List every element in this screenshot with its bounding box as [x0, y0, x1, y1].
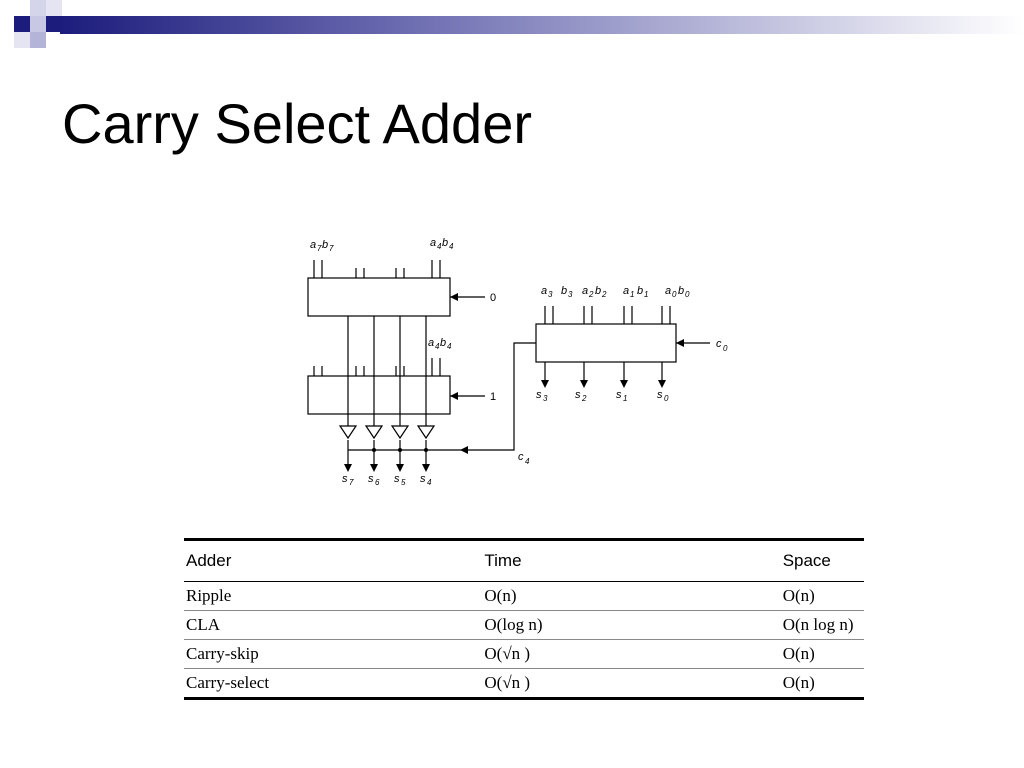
- table-row: Ripple O(n) O(n): [184, 581, 864, 611]
- label-a4-mid: a: [428, 337, 434, 349]
- header-decoration: [14, 0, 1024, 48]
- cell-space: O(n): [782, 673, 815, 692]
- upper-adder-carry1: [307, 375, 451, 415]
- header-space: Space: [780, 539, 864, 582]
- lower-adder: [535, 323, 677, 363]
- label-b0: b: [678, 285, 684, 297]
- label-s1: s: [616, 389, 622, 401]
- label-a0: a: [665, 285, 671, 297]
- label-b4-top-sub: 4: [449, 242, 454, 251]
- label-s5-sub: 5: [401, 478, 406, 487]
- table-row: Carry-skip O(√n ) O(n): [184, 639, 864, 669]
- label-a3-sub: 3: [548, 290, 553, 299]
- label-a2: a: [582, 285, 588, 297]
- label-s1-sub: 1: [623, 394, 627, 403]
- label-a0-sub: 0: [672, 290, 677, 299]
- label-a3: a: [541, 285, 547, 297]
- label-b2: b: [595, 285, 601, 297]
- cell-space: O(n): [780, 639, 864, 669]
- label-b7: b: [322, 239, 328, 251]
- header-adder: Adder: [184, 539, 483, 582]
- complexity-table: Adder Time Space Ripple O(n) O(n) CLA O(…: [184, 538, 864, 700]
- label-b4-top: b: [442, 237, 448, 249]
- deco-square: [30, 0, 46, 16]
- table-row: CLA O(log n) O(n log n): [184, 610, 864, 640]
- label-a2-sub: 2: [588, 290, 594, 299]
- label-s4-sub: 4: [427, 478, 432, 487]
- label-s6-sub: 6: [375, 478, 380, 487]
- cell-time: O(√n ): [484, 673, 531, 692]
- label-b2-sub: 2: [601, 290, 607, 299]
- label-c4: c: [518, 451, 524, 463]
- deco-square: [30, 16, 46, 32]
- deco-square: [14, 32, 30, 48]
- table-header-row: Adder Time Space: [184, 539, 864, 582]
- label-s2: s: [575, 389, 581, 401]
- label-carry0: 0: [490, 292, 496, 304]
- label-b3: b: [561, 285, 567, 297]
- cell-adder: Carry-skip: [184, 639, 483, 669]
- header-time: Time: [482, 539, 781, 582]
- deco-square: [46, 0, 62, 16]
- label-c0: c: [716, 338, 722, 350]
- label-a4-top-sub: 4: [437, 242, 442, 251]
- label-b3-sub: 3: [568, 290, 573, 299]
- mux: [390, 425, 410, 440]
- label-a4-top: a: [430, 237, 436, 249]
- label-a7: a: [310, 239, 316, 251]
- cell-adder: Carry-select: [186, 673, 270, 692]
- cell-space: O(n): [780, 581, 864, 611]
- cell-adder: CLA: [184, 610, 483, 640]
- label-a1-sub: 1: [630, 290, 634, 299]
- cell-space: O(n log n): [780, 610, 864, 640]
- cell-time: O(√n ): [482, 639, 781, 669]
- label-b4-mid: b: [440, 337, 446, 349]
- label-a4-mid-sub: 4: [435, 342, 440, 351]
- label-b1-sub: 1: [644, 290, 648, 299]
- mux: [338, 425, 358, 440]
- label-s3: s: [536, 389, 542, 401]
- carry-select-adder-diagram: a 7 b 7 a 4 b 4 0 a 4 b 4 1 a 3 b 3 a 2 …: [307, 237, 728, 487]
- label-a7-sub: 7: [317, 244, 322, 253]
- label-carry1: 1: [490, 391, 496, 403]
- label-s0-sub: 0: [664, 394, 669, 403]
- label-a1: a: [623, 285, 629, 297]
- gradient-band: [60, 16, 1024, 34]
- deco-square: [46, 16, 62, 32]
- complexity-table-container: Adder Time Space Ripple O(n) O(n) CLA O(…: [184, 538, 864, 700]
- deco-square: [14, 16, 30, 32]
- mux: [416, 425, 436, 440]
- label-b4-mid-sub: 4: [447, 342, 452, 351]
- label-s6: s: [368, 473, 374, 485]
- upper-adder-carry0: [307, 277, 451, 317]
- table-row: Carry-select O(√n ) O(n): [184, 669, 864, 699]
- label-s7-sub: 7: [349, 478, 354, 487]
- cell-time: O(log n): [482, 610, 781, 640]
- mux: [364, 425, 384, 440]
- cell-time: O(n): [482, 581, 781, 611]
- label-s4: s: [420, 473, 426, 485]
- label-s5: s: [394, 473, 400, 485]
- cell-adder: Ripple: [184, 581, 483, 611]
- label-b1: b: [637, 285, 643, 297]
- slide-title: Carry Select Adder: [62, 92, 532, 155]
- label-s0: s: [657, 389, 663, 401]
- label-b7-sub: 7: [329, 244, 334, 253]
- label-c0-sub: 0: [723, 344, 728, 353]
- label-c4-sub: 4: [525, 457, 530, 466]
- label-s3-sub: 3: [543, 394, 548, 403]
- label-s7: s: [342, 473, 348, 485]
- label-s2-sub: 2: [581, 394, 587, 403]
- deco-square: [30, 32, 46, 48]
- label-b0-sub: 0: [685, 290, 690, 299]
